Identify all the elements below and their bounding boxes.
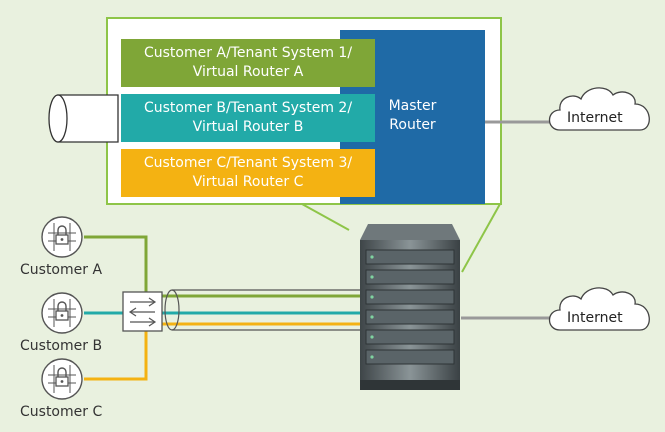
cloud-icon-bottom	[548, 287, 650, 331]
tenant-b-line1: Customer B/Tenant System 2/	[143, 100, 353, 116]
firewall-lock-icon	[41, 216, 83, 258]
tenant-c-line2: Virtual Router C	[192, 174, 304, 190]
tenant-c-bar	[121, 149, 375, 197]
tunnel-endcap-icon	[48, 94, 119, 143]
internet-label-top: Internet	[567, 110, 623, 126]
customer-b-label: Customer B	[20, 338, 103, 354]
tenant-b-line2: Virtual Router B	[192, 119, 304, 135]
tenant-a-line2: Virtual Router A	[192, 64, 304, 80]
tenant-b-bar	[121, 94, 375, 142]
master-router-line2: Router	[389, 117, 436, 133]
router-chassis-icon	[360, 224, 460, 390]
tunnel-pipe	[164, 289, 360, 331]
tenant-a-line1: Customer A/Tenant System 1/	[143, 45, 353, 61]
customer-c-label: Customer C	[20, 404, 103, 420]
firewall-lock-icon	[41, 292, 83, 334]
callout-line-left	[301, 203, 350, 231]
switch-icon	[122, 291, 163, 332]
link-customer-a	[84, 235, 360, 298]
tenant-c-line1: Customer C/Tenant System 3/	[143, 155, 353, 171]
master-router-label: Master Router	[375, 97, 450, 135]
link-customer-c	[84, 322, 360, 381]
callout-line-right	[461, 203, 501, 273]
internet-label-bottom: Internet	[567, 310, 623, 326]
tenant-c-label: Customer C/Tenant System 3/ Virtual Rout…	[121, 154, 375, 192]
tenant-b-label: Customer B/Tenant System 2/ Virtual Rout…	[121, 99, 375, 137]
master-router-line1: Master	[388, 98, 437, 114]
firewall-lock-icon	[41, 358, 83, 400]
tenant-a-bar	[121, 39, 375, 87]
cloud-icon-top	[548, 87, 650, 131]
tenant-a-label: Customer A/Tenant System 1/ Virtual Rout…	[121, 44, 375, 82]
customer-a-label: Customer A	[20, 262, 103, 278]
